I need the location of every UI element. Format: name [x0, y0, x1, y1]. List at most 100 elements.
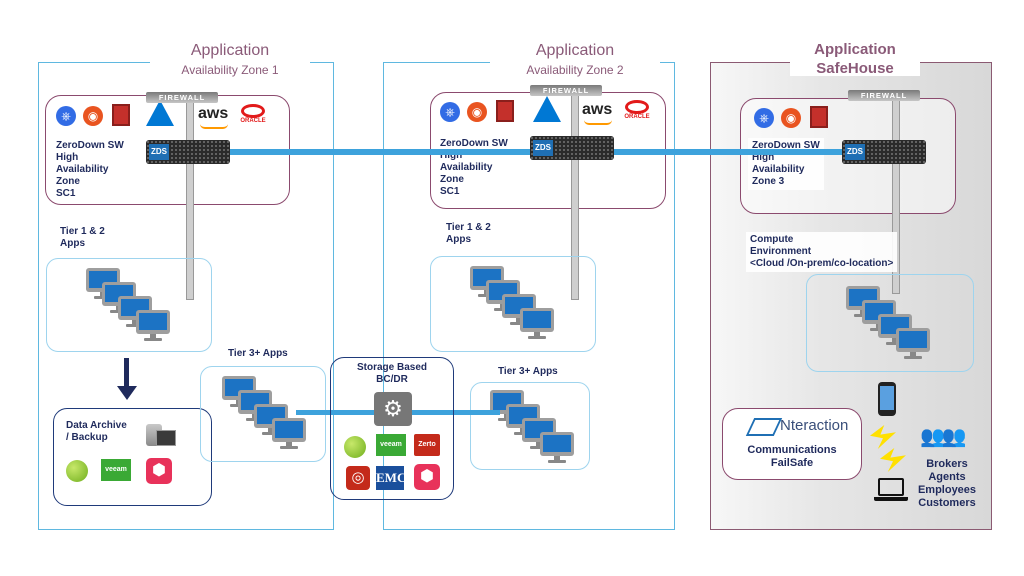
storage-line: Storage Based: [356, 362, 428, 373]
tier-line: Apps: [60, 238, 85, 249]
laptop-icon: [874, 478, 908, 502]
zds-appliance-3[interactable]: ZDS: [842, 140, 926, 164]
nteraction-logo-text: Nteraction: [780, 417, 849, 434]
tier3-label-2: Tier 3+ Apps: [498, 366, 558, 377]
zds-label: ZDS: [533, 140, 553, 156]
firewall-label-2: FIREWALL: [530, 85, 602, 96]
veeam-icon: veeam: [376, 434, 406, 456]
archive-line: / Backup: [66, 432, 108, 443]
data-archive-label: Data Archive / Backup: [66, 420, 127, 444]
ha-line: ZeroDown SW: [752, 140, 820, 151]
zone-3-title: Application: [814, 41, 896, 58]
zone-1-subtitle: Availability Zone 1: [181, 63, 279, 77]
ha-line: Zone: [56, 176, 80, 187]
zone-2-title: Application: [535, 42, 615, 59]
users-line: Agents: [928, 471, 966, 483]
firewall-label-3: FIREWALL: [848, 90, 920, 101]
zone-3-subtitle: SafeHouse: [816, 60, 894, 77]
ha-line: Availability: [56, 164, 109, 175]
ha-zone-2-label: ZeroDown SW High Availability Zone SC1: [440, 138, 508, 198]
storage-line: BC/DR: [376, 374, 408, 385]
compute-env-label: Compute Environment <Cloud /On-prem/co-l…: [746, 232, 898, 272]
tier3-label-1: Tier 3+ Apps: [228, 348, 288, 359]
tier12-label-1: Tier 1 & 2 Apps: [60, 226, 105, 250]
cube-icon: ⬢: [414, 464, 440, 490]
ha-zone-3-label: ZeroDown SW High Availability Zone 3: [748, 138, 824, 190]
tier3-servers-2: [470, 382, 590, 470]
emc-icon: EMC: [376, 466, 406, 490]
gears-icon: ⚙: [374, 392, 412, 426]
ha-line: Zone: [440, 174, 464, 185]
storage-link-right: [412, 410, 500, 415]
monitor-icon: [520, 308, 554, 340]
tier-line: Tier 1 & 2: [446, 222, 491, 233]
oracle-text: ORACLE: [624, 114, 650, 120]
phone-icon: [878, 382, 896, 416]
users-line: Brokers: [926, 458, 968, 470]
users-line: Employees: [917, 484, 977, 496]
ha-line: Availability: [440, 162, 493, 173]
archive-arrow: [124, 358, 129, 388]
veeam-icon: veeam: [101, 459, 131, 481]
openshift-icon: [496, 100, 514, 122]
comm-failsafe-label: Communications FailSafe: [722, 444, 862, 470]
azure-icon: [146, 100, 174, 126]
netapp-icon: [344, 436, 366, 458]
openshift-icon: [112, 104, 130, 126]
zerto-icon: Zerto: [414, 434, 440, 456]
openshift-icon: [810, 106, 828, 128]
kubernetes-icon: ⎈: [440, 102, 460, 122]
netapp-icon: [66, 460, 88, 482]
lifebuoy-icon: ◎: [346, 466, 370, 490]
zds-label: ZDS: [149, 144, 169, 160]
compute-line: Compute: [750, 234, 794, 245]
cube-icon: ⬢: [146, 458, 172, 484]
ha-line: High: [752, 152, 775, 163]
storage-link-left: [296, 410, 376, 415]
zone-1-title: Application: [190, 42, 270, 59]
tier12-servers-2: [430, 256, 596, 352]
ha-line: SC1: [440, 186, 460, 197]
zone-2-subtitle: Availability Zone 2: [526, 63, 624, 77]
monitor-icon: [896, 328, 930, 360]
zds-appliance-2[interactable]: ZDS: [530, 136, 614, 160]
users-label: Brokers Agents Employees Customers: [912, 458, 982, 510]
compute-line: <Cloud /On-prem/co-location>: [750, 258, 894, 269]
monitor-icon: [136, 310, 170, 342]
compute-servers-3: [806, 274, 974, 372]
comm-failsafe-box: [722, 408, 862, 480]
ha-line: ZeroDown SW: [56, 140, 124, 151]
oracle-icon: ORACLE: [622, 100, 652, 126]
storage-label: Storage Based BC/DR: [330, 362, 454, 386]
ha-line: SC1: [56, 188, 76, 199]
ubuntu-icon: ◉: [781, 108, 801, 128]
aws-icon: aws: [582, 101, 613, 125]
people-icon: 👥👥: [920, 426, 967, 448]
users-line: Customers: [918, 497, 976, 509]
oracle-text: ORACLE: [240, 118, 266, 124]
zds-label: ZDS: [845, 144, 865, 160]
monitor-icon: [272, 418, 306, 450]
firewall-label-1: FIREWALL: [146, 92, 218, 103]
zds-appliance-1[interactable]: ZDS: [146, 140, 230, 164]
oracle-icon: ORACLE: [238, 104, 268, 130]
ha-line: High: [440, 150, 463, 161]
ha-line: High: [56, 152, 79, 163]
comm-line: Communications: [747, 444, 837, 456]
compute-line: Environment: [750, 246, 812, 257]
kubernetes-icon: ⎈: [754, 108, 774, 128]
ha-line: Availability: [752, 164, 805, 175]
azure-icon: [533, 96, 561, 122]
ha-line: ZeroDown SW: [440, 138, 508, 149]
kubernetes-icon: ⎈: [56, 106, 76, 126]
aws-icon: aws: [198, 105, 229, 129]
monitor-icon: [540, 432, 574, 464]
ubuntu-icon: ◉: [83, 106, 103, 126]
tier12-label-2: Tier 1 & 2 Apps: [446, 222, 491, 246]
ha-zone-1-label: ZeroDown SW High Availability Zone SC1: [56, 140, 124, 200]
ubuntu-icon: ◉: [467, 102, 487, 122]
ha-line: Zone 3: [752, 176, 785, 187]
tier-line: Tier 1 & 2: [60, 226, 105, 237]
comm-line: FailSafe: [770, 457, 814, 469]
storage-bcdr-box: [330, 357, 454, 500]
